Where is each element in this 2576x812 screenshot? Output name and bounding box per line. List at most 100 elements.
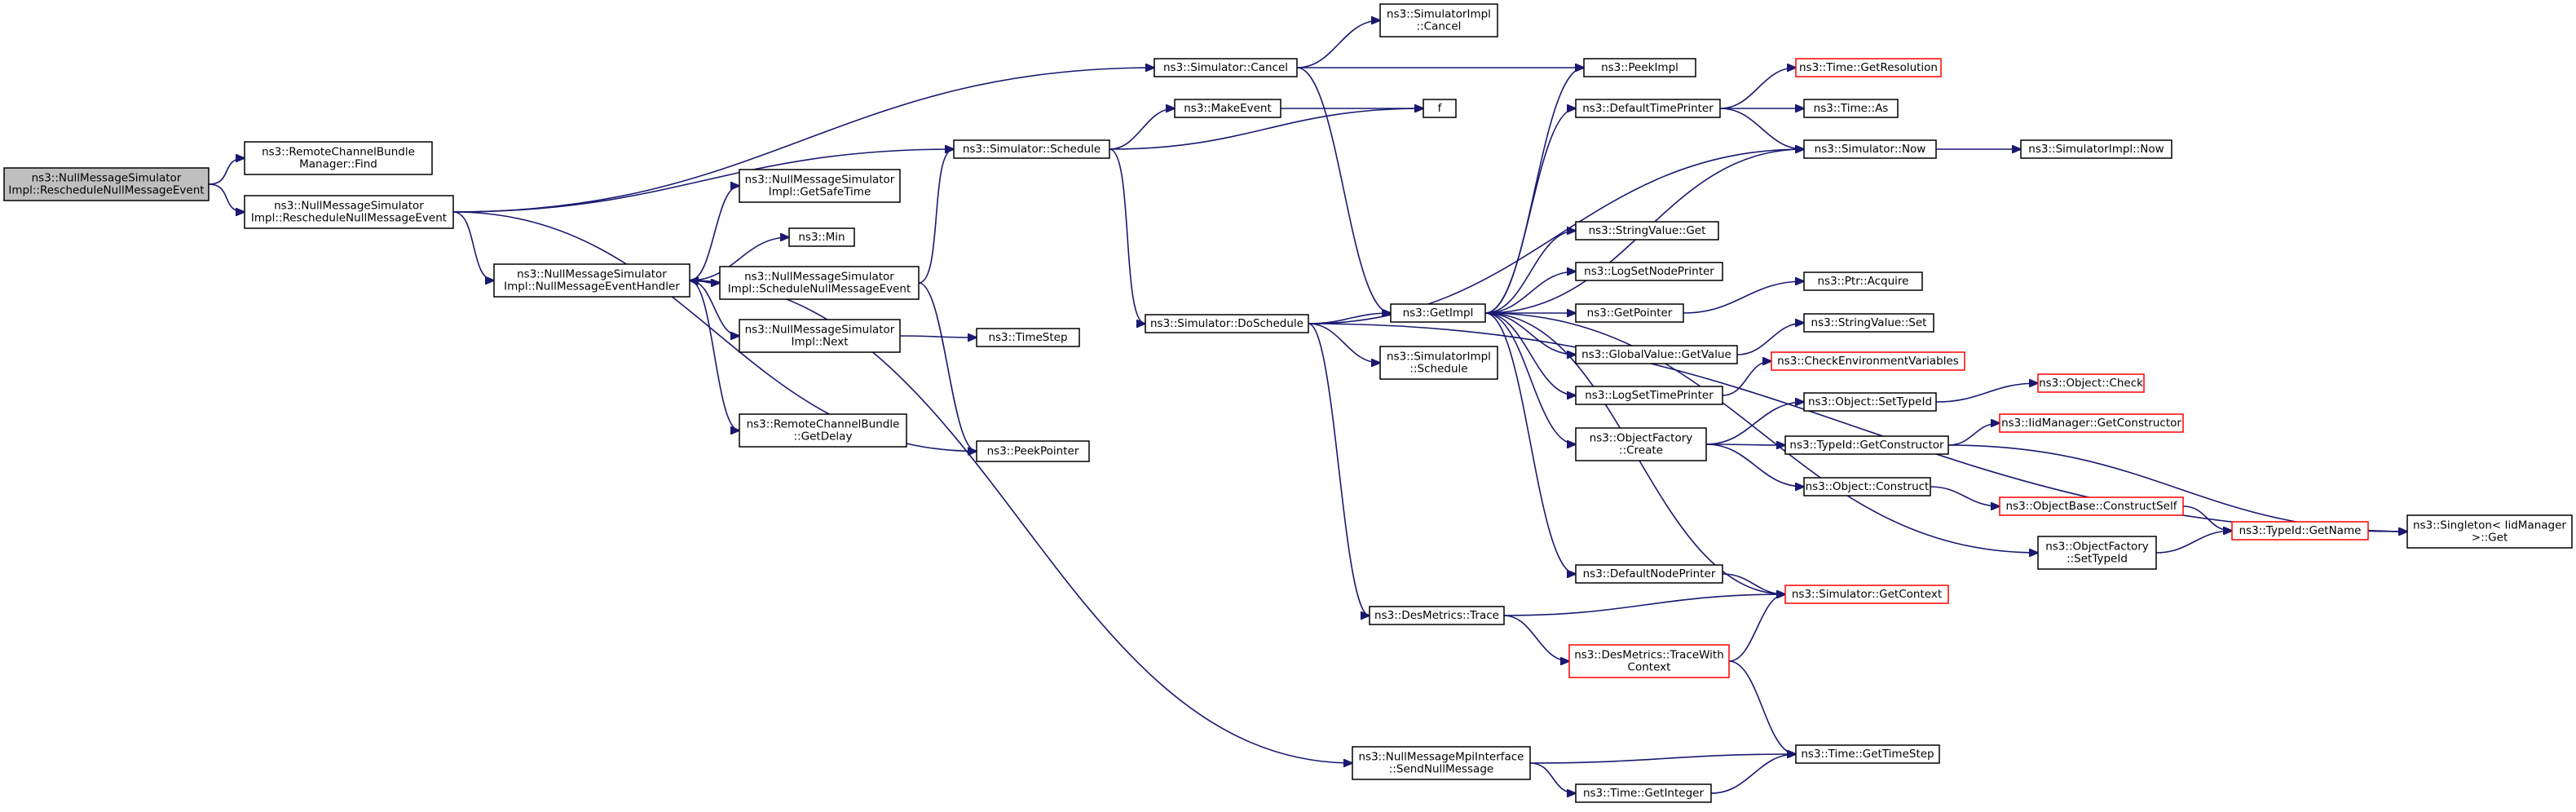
graph-node-rcb-get-delay[interactable]: ns3::RemoteChannelBundle::GetDelay	[739, 413, 907, 448]
node-box	[2406, 514, 2573, 549]
graph-node-get-name[interactable]: ns3::TypeId::GetName	[2231, 521, 2369, 541]
node-label: ns3::RemoteChannelBundle	[747, 418, 900, 431]
graph-node-gv-get-value[interactable]: ns3::GlobalValue::GetValue	[1575, 345, 1738, 364]
graph-node-sim-schedule[interactable]: ns3::Simulator::Schedule	[953, 139, 1110, 159]
graph-node-ptr-acquire[interactable]: ns3::Ptr::Acquire	[1803, 271, 1923, 291]
call-edge	[1296, 20, 1380, 68]
graph-node-send-null[interactable]: ns3::NullMessageMpiInterface::SendNullMe…	[1352, 746, 1531, 780]
node-box	[1583, 58, 1696, 77]
graph-node-do-schedule[interactable]: ns3::Simulator::DoSchedule	[1145, 314, 1309, 333]
node-label: ns3::CheckEnvironmentVariables	[1777, 355, 1959, 368]
node-box	[1803, 99, 1899, 118]
node-label: ns3::Object::SetTypeId	[1808, 395, 1932, 408]
node-label: ns3::DefaultTimePrinter	[1582, 102, 1714, 115]
call-edge	[1484, 231, 1576, 314]
graph-node-check-env[interactable]: ns3::CheckEnvironmentVariables	[1771, 351, 1965, 371]
node-box	[1784, 435, 1949, 455]
node-box	[2037, 373, 2145, 393]
call-edge	[1109, 148, 1145, 324]
graph-node-of-create[interactable]: ns3::ObjectFactory::Create	[1575, 427, 1707, 461]
graph-node-impl-now[interactable]: ns3::SimulatorImpl::Now	[2020, 139, 2172, 159]
graph-node-construct-self[interactable]: ns3::ObjectBase::ConstructSelf	[1999, 496, 2184, 516]
graph-node-set-type-id-obj[interactable]: ns3::Object::SetTypeId	[1803, 392, 1937, 412]
node-box	[1145, 314, 1309, 333]
graph-node-def-time-printer[interactable]: ns3::DefaultTimePrinter	[1575, 99, 1721, 118]
graph-node-root[interactable]: ns3::NullMessageSimulatorImpl::Reschedul…	[3, 167, 210, 201]
node-box	[1575, 303, 1684, 323]
graph-node-sim-get-context[interactable]: ns3::Simulator::GetContext	[1784, 585, 1949, 604]
node-label: ns3::NullMessageSimulator	[517, 268, 667, 281]
graph-node-time-as[interactable]: ns3::Time::As	[1803, 99, 1899, 118]
graph-node-of-set-type-id[interactable]: ns3::ObjectFactory::SetTypeId	[2037, 536, 2157, 570]
graph-node-iid-get-constructor[interactable]: ns3::IidManager::GetConstructor	[1999, 413, 2184, 433]
node-box	[3, 167, 210, 201]
graph-node-get-pointer[interactable]: ns3::GetPointer	[1575, 303, 1684, 323]
graph-node-log-set-node[interactable]: ns3::LogSetNodePrinter	[1575, 262, 1723, 281]
node-label: ns3::Time::As	[1814, 102, 1889, 115]
graph-node-impl-schedule[interactable]: ns3::SimulatorImpl::Schedule	[1379, 346, 1498, 380]
graph-node-time-step[interactable]: ns3::TimeStep	[976, 328, 1080, 347]
graph-node-sv-set[interactable]: ns3::StringValue::Set	[1803, 313, 1934, 333]
node-label: ns3::NullMessageSimulator	[32, 172, 182, 185]
node-box	[244, 195, 454, 229]
node-label: ns3::TypeId::GetConstructor	[1789, 439, 1944, 452]
graph-node-f[interactable]: f	[1423, 99, 1457, 118]
call-edge	[452, 211, 494, 280]
graph-node-obj-construct[interactable]: ns3::Object::Construct	[1803, 477, 1931, 496]
call-edge	[2155, 531, 2232, 554]
call-edge	[1529, 754, 1796, 764]
graph-node-nme-handler[interactable]: ns3::NullMessageSimulatorImpl::NullMessa…	[493, 263, 690, 298]
graph-node-peek-impl[interactable]: ns3::PeekImpl	[1583, 58, 1696, 77]
graph-node-get-impl[interactable]: ns3::GetImpl	[1390, 303, 1486, 323]
graph-node-get-constructor[interactable]: ns3::TypeId::GetConstructor	[1784, 435, 1949, 455]
node-label: ns3::PeekImpl	[1601, 61, 1678, 74]
node-label: ::GetDelay	[794, 430, 853, 444]
graph-node-time-get-integer[interactable]: ns3::Time::GetInteger	[1575, 783, 1712, 803]
node-label: Manager::Find	[299, 158, 377, 171]
node-label: ns3::Time::GetInteger	[1583, 787, 1704, 800]
graph-node-impl-cancel[interactable]: ns3::SimulatorImpl::Cancel	[1379, 3, 1498, 38]
nodes-layer: ns3::NullMessageSimulatorImpl::Reschedul…	[3, 3, 2573, 803]
node-label: ns3::Ptr::Acquire	[1818, 275, 1909, 288]
graph-node-singleton-get[interactable]: ns3::Singleton< IidManager >::Get	[2406, 514, 2573, 549]
graph-node-obj-check[interactable]: ns3::Object::Check	[2037, 373, 2145, 393]
edges-layer	[208, 20, 2407, 793]
node-box	[1352, 746, 1531, 780]
graph-node-get-resolution[interactable]: ns3::Time::GetResolution	[1795, 58, 1942, 77]
graph-node-sim-now[interactable]: ns3::Simulator::Now	[1803, 139, 1937, 159]
graph-node-make-event[interactable]: ns3::MakeEvent	[1174, 99, 1281, 118]
graph-node-sv-get[interactable]: ns3::StringValue::Get	[1575, 221, 1719, 241]
graph-node-time-get-time-step[interactable]: ns3::Time::GetTimeStep	[1795, 744, 1940, 764]
call-edge	[2367, 531, 2407, 532]
graph-node-schedule-n-m-e[interactable]: ns3::NullMessageSimulatorImpl::ScheduleN…	[719, 266, 920, 300]
node-label: ns3::Simulator::Cancel	[1163, 61, 1288, 74]
call-edge	[1308, 323, 1380, 363]
call-edge	[689, 237, 789, 281]
call-edge	[1722, 361, 1771, 396]
node-box	[1771, 351, 1965, 371]
graph-node-reschedule-n-m-e[interactable]: ns3::NullMessageSimulatorImpl::Reschedul…	[244, 195, 454, 229]
call-edge	[1683, 281, 1804, 314]
node-label: ns3::Simulator::DoSchedule	[1150, 317, 1303, 330]
node-label: ns3::NullMessageMpiInterface	[1358, 751, 1524, 764]
graph-node-get-safe-time[interactable]: ns3::NullMessageSimulatorImpl::GetSafeTi…	[739, 169, 901, 203]
node-label: ns3::TypeId::GetName	[2239, 524, 2362, 537]
graph-node-peek-pointer[interactable]: ns3::PeekPointer	[976, 440, 1090, 462]
call-edge	[1705, 444, 1804, 487]
node-label: Impl::ScheduleNullMessageEvent	[728, 283, 911, 296]
graph-node-sim-cancel[interactable]: ns3::Simulator::Cancel	[1153, 58, 1298, 77]
node-box	[1575, 427, 1707, 461]
node-label: Impl::Next	[792, 336, 849, 349]
graph-node-def-node-printer[interactable]: ns3::DefaultNodePrinter	[1575, 564, 1723, 584]
graph-node-des-trace[interactable]: ns3::DesMetrics::Trace	[1369, 606, 1505, 625]
call-edge	[1930, 486, 2000, 506]
call-edge	[1705, 444, 1785, 445]
graph-node-log-set-time[interactable]: ns3::LogSetTimePrinter	[1575, 386, 1723, 405]
graph-node-min[interactable]: ns3::Min	[788, 227, 855, 247]
node-box	[1999, 496, 2184, 516]
node-label: ns3::StringValue::Set	[1811, 316, 1927, 329]
